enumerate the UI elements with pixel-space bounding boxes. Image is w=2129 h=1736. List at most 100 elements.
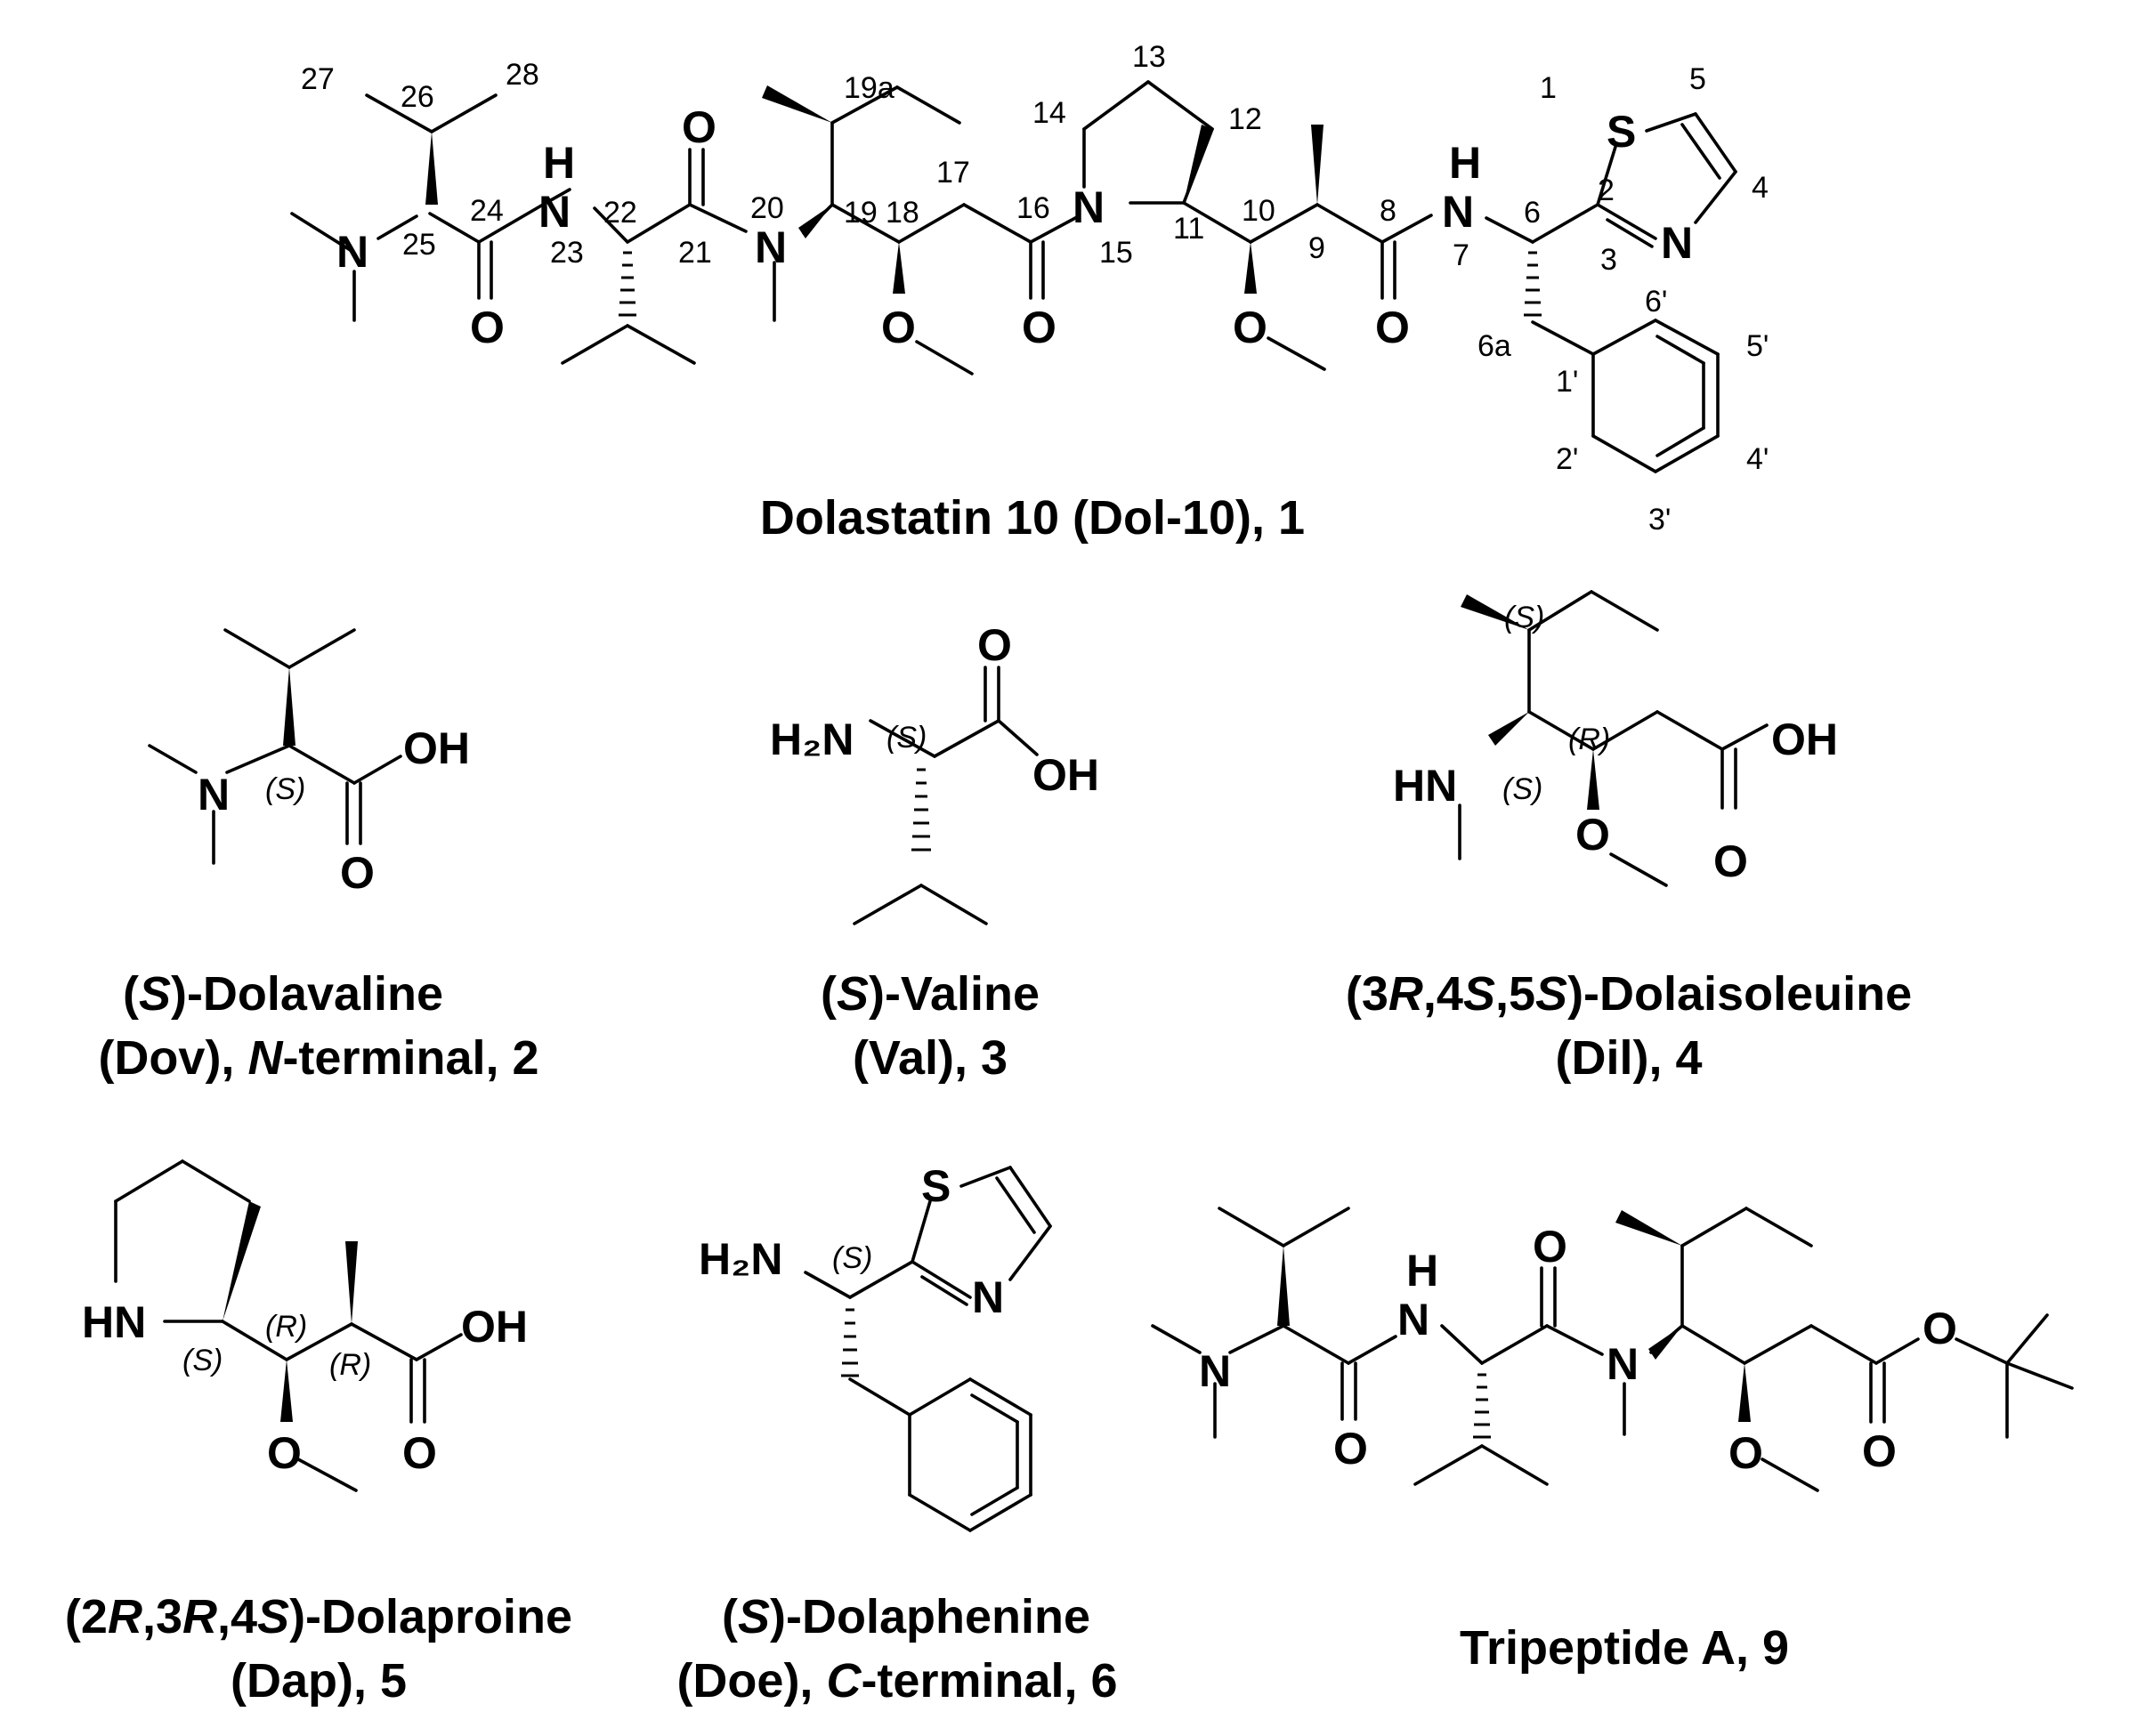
locant: 21 [678,236,712,270]
dolaproine-structure: HN OH O O (S) (R) (R) (2R,3R,4S)-Dolapro… [65,1159,572,1708]
locant: 12 [1228,102,1262,136]
locant: 24 [470,194,504,228]
atom-s-1: S [1607,107,1636,157]
valine-bonds [853,666,1039,925]
dolaisoleuine-caption-line-1: (3R,4S,5S)-Dolaisoleuine [1346,967,1912,1021]
locant: 27 [301,62,335,96]
dolaproine-caption-line-2: (Dap), 5 [231,1654,407,1708]
dolaisoleuine-stereo-label: (S) [1502,772,1542,806]
locant: 15 [1099,236,1133,270]
dolavaline-caption-line-1: (S)-Dolavaline [123,967,443,1021]
atom-nh-7-n: N [1442,187,1474,237]
atom-n-20: N [755,222,787,272]
locant: 6' [1645,285,1667,319]
dolavaline-atom-oh: OH [403,723,470,773]
tripeptide-atom-n-dimethyl: N [1199,1346,1231,1396]
valine-atom-o: O [977,620,1012,670]
locant: 14 [1032,96,1066,130]
dolaproine-atom-o-methoxy: O [267,1428,302,1478]
dolavaline-stereo-label: (S) [265,772,305,806]
dolaisoleuine-stereo-label: (R) [1568,723,1610,756]
locant: 5' [1746,329,1769,363]
dolavaline-structure: N OH O (S) (S)-Dolavaline (Dov), N-termi… [98,628,539,1085]
locant: 13 [1132,40,1166,74]
atom-nh-7-h: H [1449,138,1481,188]
dolaphenine-atom-s: S [921,1161,951,1211]
locant: 3 [1600,243,1617,277]
dolaphenine-atom-n: N [972,1272,1004,1322]
valine-atom-h2n: H₂N [770,715,854,764]
locant: 11 [1173,212,1204,246]
locant: 8 [1380,194,1396,228]
tripeptide-atom-o-ester: O [1923,1304,1957,1353]
dolavaline-bonds [148,628,402,865]
tripeptide-bonds [1151,1207,2074,1492]
valine-caption-line-1: (S)-Valine [821,967,1040,1021]
dolastatin-atom-labels: N N H O O N O O N O O N H S N [336,102,1693,352]
atom-o-methoxy-18: O [881,303,916,352]
dolaproine-caption-line-1: (2R,3R,4S)-Dolaproine [65,1590,572,1643]
tripeptide-atom-nh-h: H [1406,1246,1438,1296]
locant: 5 [1689,62,1706,96]
locant: 19a [844,71,895,105]
locant: 4' [1746,442,1769,476]
valine-stereo-label: (S) [886,721,927,755]
locant: 6 [1524,196,1541,230]
locant: 25 [402,228,436,262]
dolaphenine-caption-line-1: (S)-Dolaphenine [722,1590,1090,1643]
locant: 1' [1556,365,1578,399]
tripeptide-atom-o-1: O [1333,1424,1368,1474]
dolaisoleuine-atom-hn: HN [1393,761,1457,811]
locant: 20 [750,191,784,225]
dolaproine-atom-hn: HN [82,1297,146,1347]
dolaproine-bonds [114,1159,463,1492]
atom-nh-23-h: H [543,138,575,188]
tripeptide-atom-n-methyl: N [1607,1339,1639,1389]
valine-structure: H₂N OH O (S) (S)-Valine (Val), 3 [770,620,1099,1085]
dolaisoleuine-bonds [1458,590,1769,887]
dolaisoleuine-atom-oh: OH [1771,715,1838,764]
locant: 7 [1453,238,1469,272]
dolaisoleuine-atom-o-methoxy: O [1575,810,1610,860]
locant: 10 [1242,194,1275,228]
dolaproine-atom-oh: OH [461,1302,528,1352]
dolastatin-10-structure: N N H O O N O O N O O N H S N 27 26 28 2… [290,40,1769,545]
dolaphenine-caption-line-2: (Doe), C-terminal, 6 [676,1654,1117,1708]
atom-n-dimethyl: N [336,227,368,277]
locant: 26 [401,80,434,114]
atom-n-15: N [1073,182,1105,232]
dolastatin-caption: Dolastatin 10 (Dol-10), 1 [760,491,1305,545]
tripeptide-caption: Tripeptide A, 9 [1460,1621,1789,1675]
locant: 17 [936,156,970,190]
dolaphenine-atom-h2n: H₂N [699,1234,782,1284]
atom-o-8: O [1375,303,1410,352]
dolaproine-stereo-label: (R) [265,1310,307,1344]
locant: 18 [886,196,919,230]
tripeptide-atom-o-2: O [1533,1222,1567,1272]
atom-n-3: N [1661,218,1693,268]
dolaproine-stereo-label: (S) [182,1344,223,1377]
valine-caption-line-2: (Val), 3 [853,1031,1008,1085]
dolaproine-stereo-label: (R) [329,1348,371,1382]
dolavaline-caption-line-2: (Dov), N-terminal, 2 [98,1031,538,1085]
dolavaline-atom-n: N [198,770,230,820]
locant: 3' [1648,503,1671,537]
atom-o-24: O [470,303,505,352]
atom-o-16: O [1022,303,1056,352]
dolastatin-bonds [290,80,1737,473]
tripeptide-atom-nh-n: N [1397,1295,1429,1344]
locant: 22 [603,196,637,230]
dolaphenine-stereo-label: (S) [832,1241,872,1275]
atom-o-methoxy-10: O [1233,303,1267,352]
dolaphenine-bonds [804,1166,1052,1532]
atom-nh-23-n: N [538,187,571,237]
locant: 6a [1477,329,1511,363]
locant: 23 [550,236,584,270]
dolavaline-atom-o: O [340,848,375,898]
locant: 1 [1540,71,1557,105]
dolaisoleuine-caption-line-2: (Dil), 4 [1555,1031,1702,1085]
dolastatin-locants: 27 26 28 25 24 23 22 21 20 19a 19 18 17 … [301,40,1769,537]
tripeptide-atom-o-methoxy: O [1728,1428,1763,1478]
tripeptide-structure: N N H O O N O O O Tripeptide A, 9 [1151,1207,2074,1675]
